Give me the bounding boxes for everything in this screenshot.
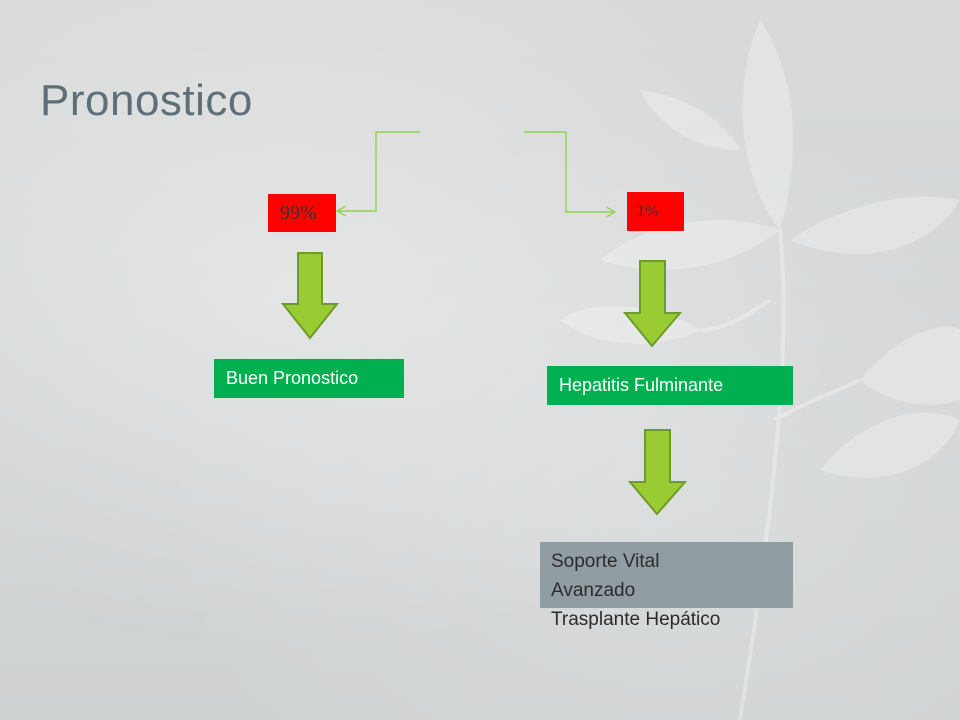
connector-right [524, 131, 614, 212]
good-prognosis-box: Buen Pronostico [214, 359, 404, 398]
support-line-3: Trasplante Hepático [551, 609, 721, 630]
support-box [540, 542, 793, 608]
fulminant-hepatitis-box: Hepatitis Fulminante [547, 366, 793, 405]
percent-99-box: 99% [268, 194, 336, 232]
down-arrow-right-2 [627, 429, 688, 516]
down-arrow-right-1 [622, 260, 683, 348]
slide-title: Pronostico [40, 76, 253, 125]
support-text: Soporte Vital Avanzado Trasplante Hepáti… [551, 547, 720, 634]
support-line-2: Avanzado [551, 580, 636, 601]
support-line-1: Soporte Vital [551, 551, 660, 572]
connector-left [338, 131, 420, 211]
percent-1-box: 1% [627, 192, 684, 231]
down-arrow-left [280, 252, 340, 340]
